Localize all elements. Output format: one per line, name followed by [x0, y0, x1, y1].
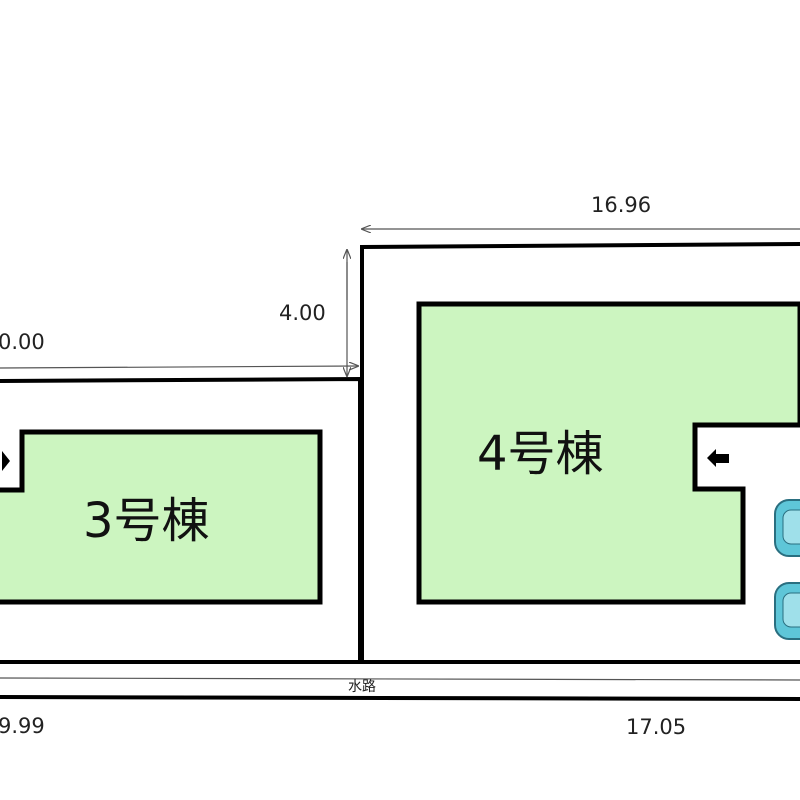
lot-4-bottom-dimension: 17.05	[626, 715, 686, 739]
waterway-label: 水路	[348, 679, 376, 695]
building-3-footprint	[0, 429, 323, 605]
entrance-arrow-icon	[707, 449, 729, 467]
lot-4-boundary	[360, 242, 800, 663]
car-icon	[774, 582, 800, 640]
waterway-dimension-line	[0, 677, 800, 681]
waterway-bottom-line	[0, 695, 800, 701]
building-4-label: 4号棟	[477, 426, 604, 482]
lot-3-width-dimension-line	[0, 366, 358, 368]
building-3-label: 3号棟	[83, 493, 210, 549]
car-icon	[774, 499, 800, 557]
lot-4-top-dimension: 16.96	[591, 193, 651, 217]
lot-3-bottom-dimension: 9.99	[0, 714, 45, 738]
building-4-footprint	[416, 301, 800, 605]
setback-dimension: 4.00	[279, 301, 326, 325]
lot-3-top-dimension: 0.00	[0, 330, 45, 354]
entrance-arrow-icon	[2, 451, 10, 471]
